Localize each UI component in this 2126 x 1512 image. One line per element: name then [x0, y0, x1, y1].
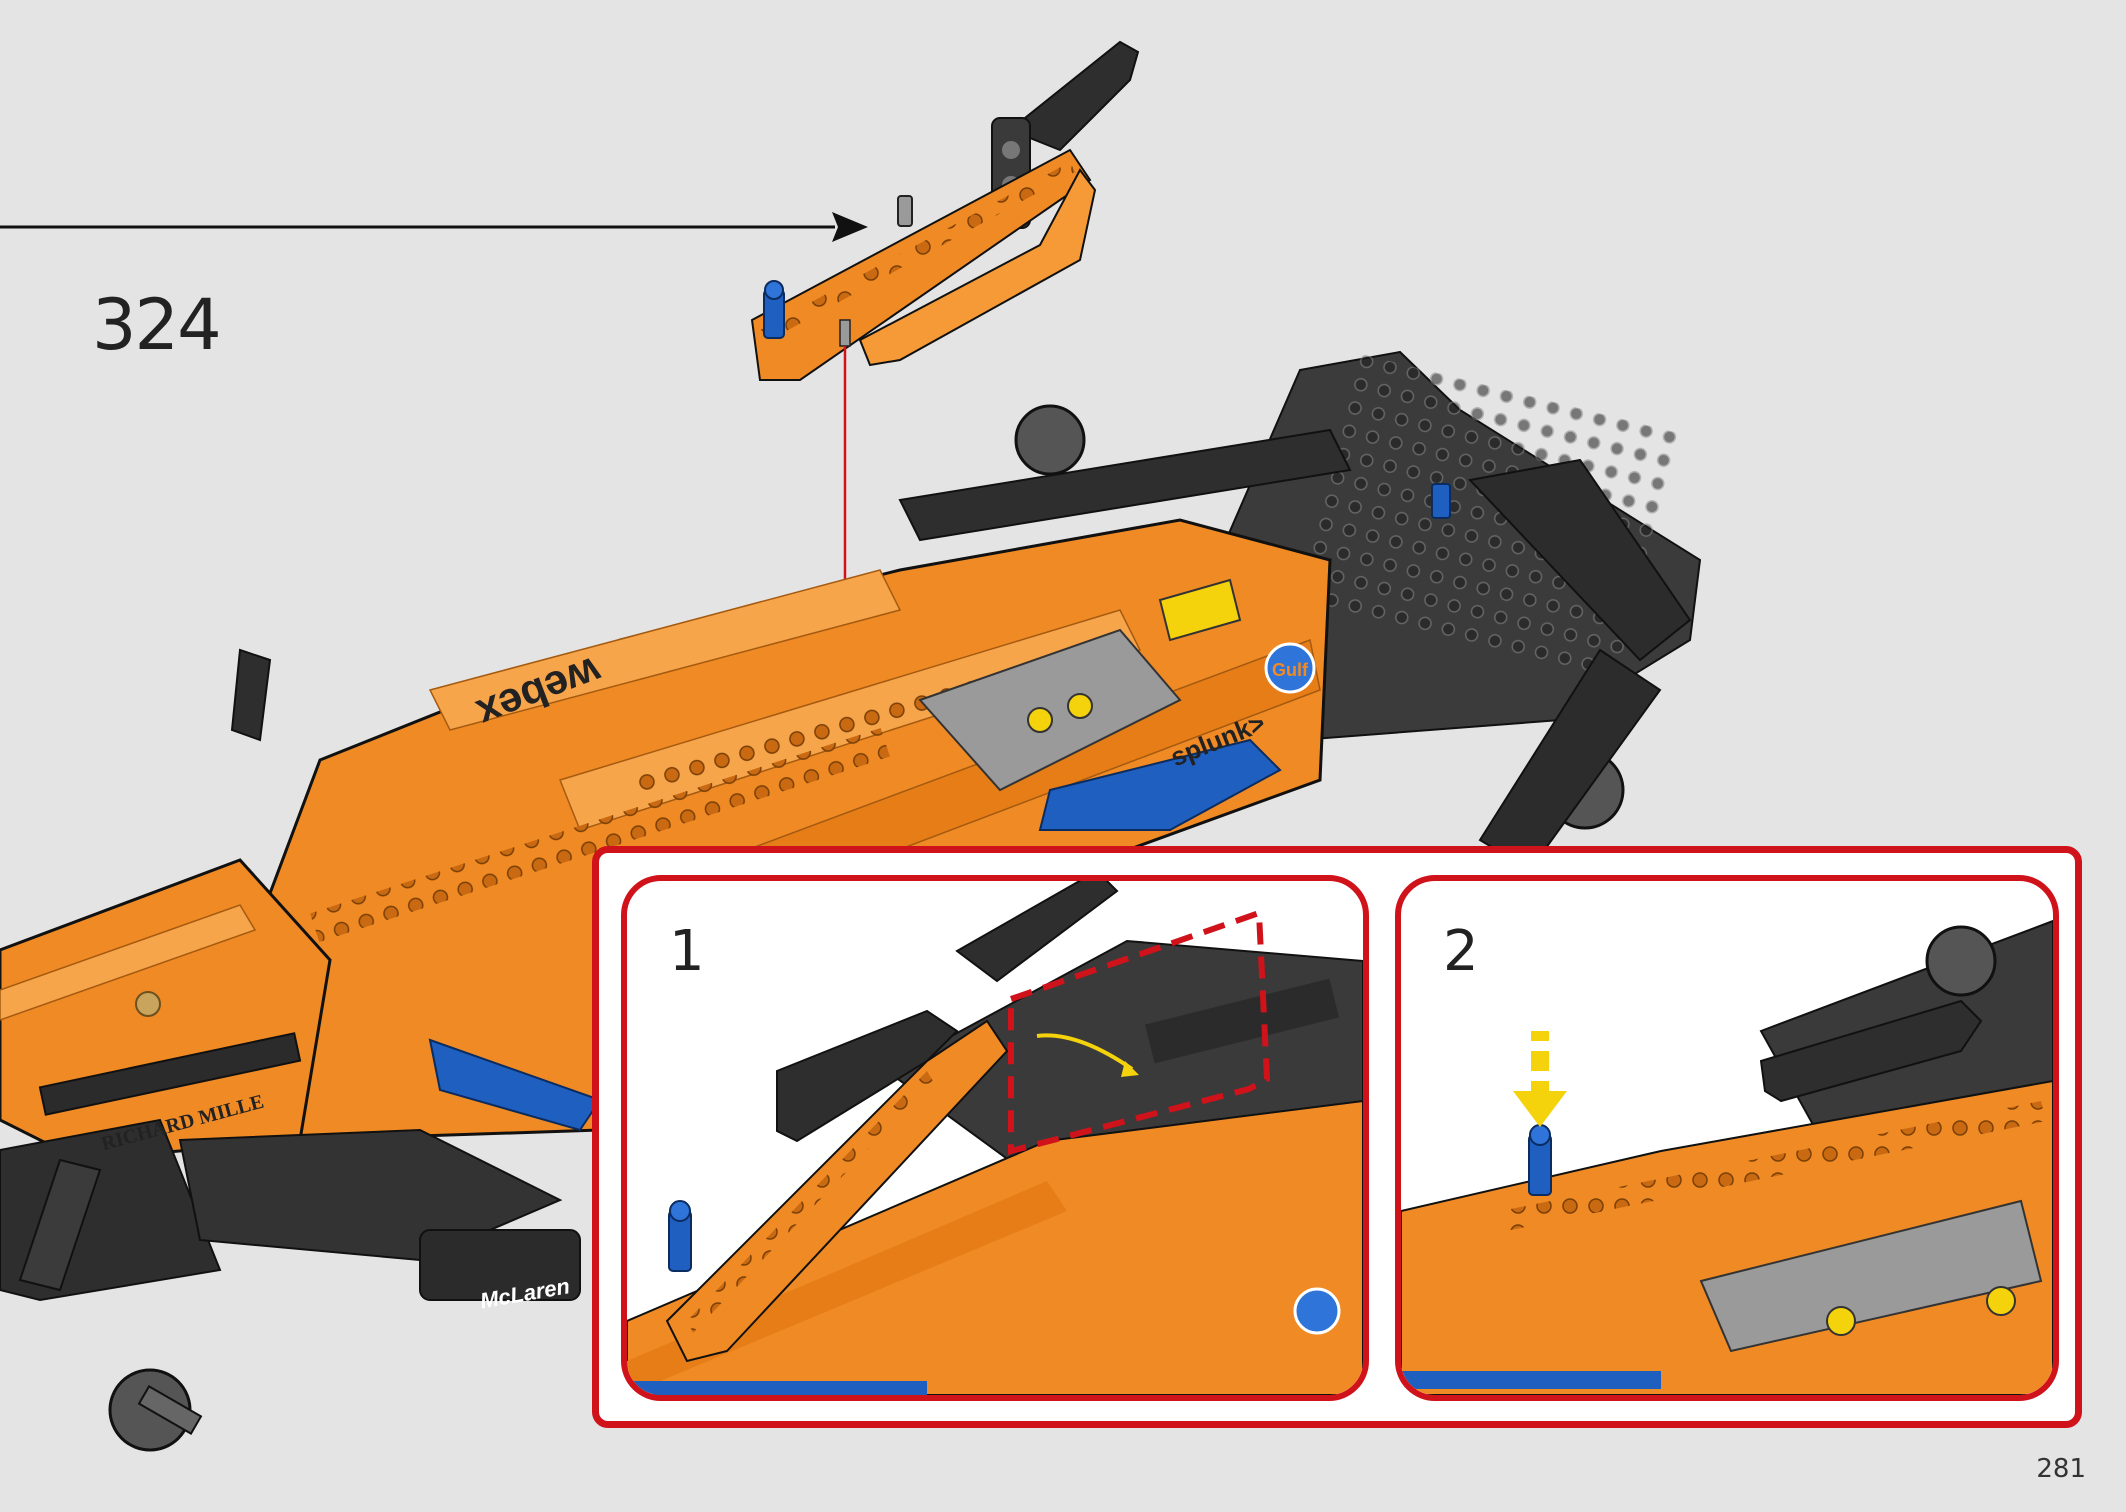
rotate-arrow-icon [1036, 1033, 1139, 1077]
substep-2-label: 2 [1443, 919, 1479, 984]
step-number: 324 [92, 284, 222, 366]
substep-1-label: 1 [669, 919, 705, 984]
new-part-assembly [750, 40, 1140, 381]
substep-1-panel: 1 [621, 875, 1369, 1401]
svg-text:Gulf: Gulf [1272, 660, 1309, 680]
page-number: 281 [2036, 1454, 2086, 1484]
push-down-arrow-icon [1513, 1031, 1567, 1127]
decal-gulf: Gulf [1264, 642, 1316, 694]
substep-2-panel: 2 [1395, 875, 2059, 1401]
car-model: webex splunk> Gulf RICHARD MILLE McLaren [0, 350, 1702, 1452]
substep-1-illustration [627, 881, 1363, 1395]
substep-callout: 1 2 [592, 846, 2082, 1428]
arrow-right-icon [0, 212, 868, 242]
substep-2-illustration [1401, 919, 2053, 1395]
